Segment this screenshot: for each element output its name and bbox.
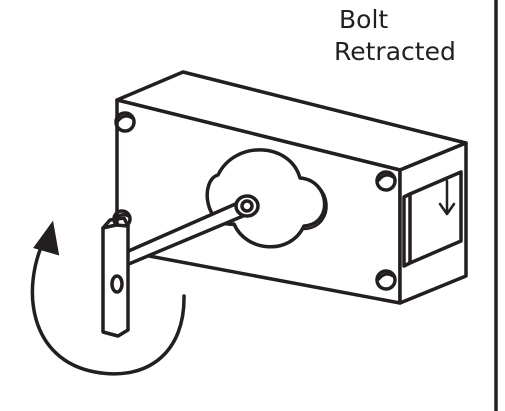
retract-arrow-head (438, 202, 456, 216)
screw-right-upper (375, 170, 397, 192)
callout-line-2: Retracted (334, 37, 456, 66)
key-shaft-tip (240, 199, 254, 213)
rotation-arrowhead (33, 220, 60, 256)
key-handle-top (101, 216, 130, 230)
rotation-arrow (30, 236, 186, 376)
screw-right-lower (375, 269, 397, 291)
keyhole-plate-shadow (298, 176, 328, 231)
key-handle-hole (110, 274, 124, 294)
callout-line-1: Bolt (339, 5, 389, 34)
bolt-edge (402, 192, 412, 268)
screw-top-left (114, 111, 136, 133)
key-handle (101, 223, 130, 338)
bolt-retracted-label: Bolt Retracted (334, 4, 484, 68)
